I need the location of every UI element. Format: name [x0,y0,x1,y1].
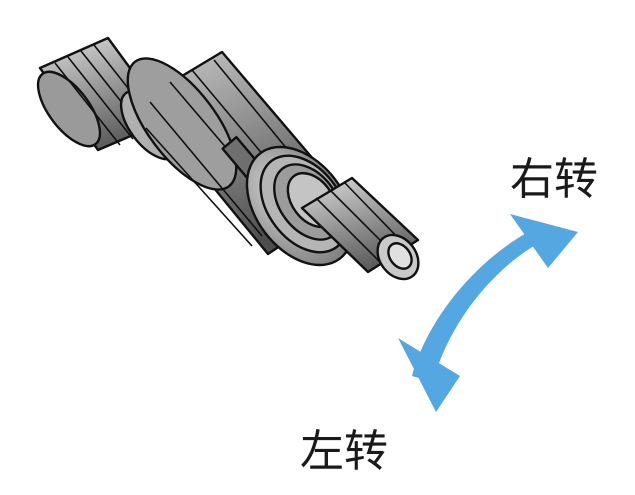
label-left-turn: 左转 [300,426,388,477]
arrowhead-right-turn [510,214,578,268]
rotation-arc [412,226,545,382]
arrowhead-left-turn [398,338,460,412]
armature-shaft-icon [36,36,420,281]
label-right-turn: 右转 [510,154,598,205]
double-headed-curved-arrow-icon [398,214,578,412]
right-spline-shaft [300,176,420,281]
